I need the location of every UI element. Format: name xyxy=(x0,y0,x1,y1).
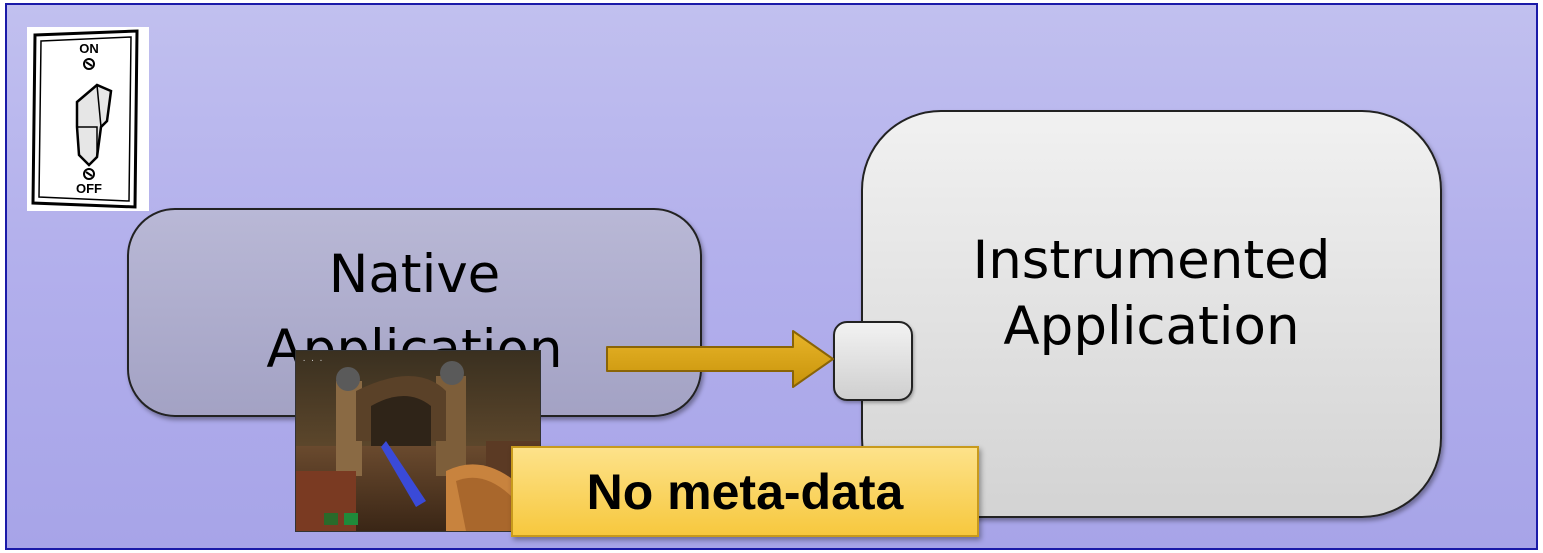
right-arrow-icon xyxy=(605,327,835,391)
switch-on-label: ON xyxy=(79,41,99,56)
instrumented-label-line2: Application xyxy=(1003,296,1300,357)
no-metadata-callout: No meta-data xyxy=(511,446,979,537)
native-label-line1: Native xyxy=(328,244,501,306)
instrumented-application-box: Instrumented Application xyxy=(861,110,1442,518)
callout-label: No meta-data xyxy=(586,463,904,520)
game-screenshot-image: · · · xyxy=(295,350,541,532)
slide-canvas: ON OFF Native Application Instrumented A… xyxy=(5,3,1538,550)
instrumentation-hook-box xyxy=(833,321,913,401)
light-switch-icon: ON OFF xyxy=(27,27,149,211)
switch-off-label: OFF xyxy=(76,181,102,196)
svg-text:· · ·: · · · xyxy=(302,357,323,365)
instrumented-label-line1: Instrumented xyxy=(972,229,1331,291)
